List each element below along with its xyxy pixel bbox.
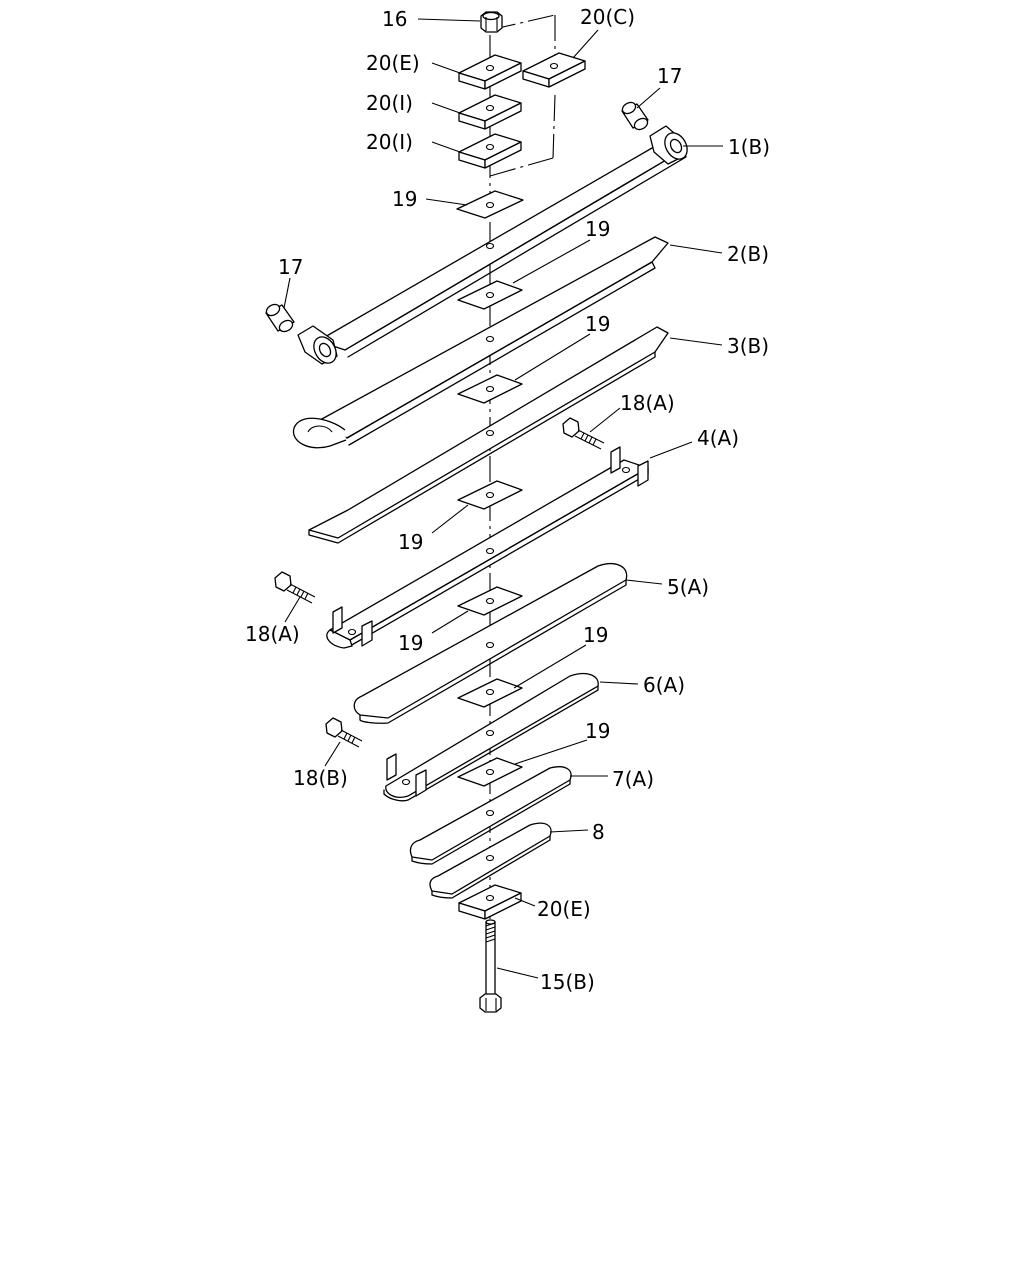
callout-19-c: 19 [585, 312, 610, 336]
center-bolt-15b [479, 919, 502, 1013]
pad-19-top [456, 190, 524, 219]
bushing-17-right [621, 101, 649, 131]
callout-20e-bottom: 20(E) [537, 897, 591, 921]
plate-20c [522, 52, 586, 88]
leaf-7a [409, 766, 572, 865]
plate-20i-1 [458, 94, 522, 130]
leaf-3b [308, 326, 669, 544]
callout-4a: 4(A) [697, 426, 739, 450]
callout-15b: 15(B) [540, 970, 595, 994]
callout-1b: 1(B) [728, 135, 770, 159]
plate-20e-bottom [458, 884, 522, 920]
pad-19-e [457, 678, 523, 708]
pad-19-b [457, 374, 523, 404]
callout-20c: 20(C) [580, 5, 635, 29]
callout-5a: 5(A) [667, 575, 709, 599]
callout-19-e: 19 [398, 631, 423, 655]
callout-19-b: 19 [585, 217, 610, 241]
callout-18b: 18(B) [293, 766, 348, 790]
pad-19-a [457, 280, 523, 310]
bolt-18a-right [562, 417, 605, 450]
leaf-5a [353, 563, 628, 724]
leaf-6a [383, 672, 599, 802]
callout-8: 8 [592, 820, 605, 844]
nut-16 [480, 11, 503, 33]
leaf-1b [297, 125, 688, 365]
plate-20e-top [458, 54, 522, 90]
bolt-18b [325, 717, 363, 748]
pad-19-f [457, 757, 523, 787]
callout-19-f: 19 [583, 623, 608, 647]
callout-3b: 3(B) [727, 334, 769, 358]
callout-20e-top: 20(E) [366, 51, 420, 75]
callout-7a: 7(A) [612, 767, 654, 791]
leaf-8 [429, 822, 552, 899]
callout-20i-2: 20(I) [366, 130, 413, 154]
callout-18a-left: 18(A) [245, 622, 300, 646]
leader-lines [283, 18, 723, 979]
leaf-2b [292, 236, 669, 449]
callout-2b: 2(B) [727, 242, 769, 266]
callout-20i-1: 20(I) [366, 91, 413, 115]
callout-6a: 6(A) [643, 673, 685, 697]
callout-labels: 16 20(C) 20(E) 17 20(I) 20(I) 1(B) 19 19… [245, 5, 770, 994]
pad-19-c [457, 480, 523, 510]
callout-17-left: 17 [278, 255, 303, 279]
callout-19-g: 19 [585, 719, 610, 743]
plate-20i-2 [458, 133, 522, 169]
callout-18a-right: 18(A) [620, 391, 675, 415]
pad-19-d [457, 586, 523, 616]
callout-19-a: 19 [392, 187, 417, 211]
callout-17-right: 17 [657, 64, 682, 88]
bolt-18a-left [274, 571, 316, 604]
callout-19-d: 19 [398, 530, 423, 554]
bushing-17-left [265, 303, 295, 333]
leaf-4a [326, 446, 649, 649]
callout-16: 16 [382, 7, 407, 31]
